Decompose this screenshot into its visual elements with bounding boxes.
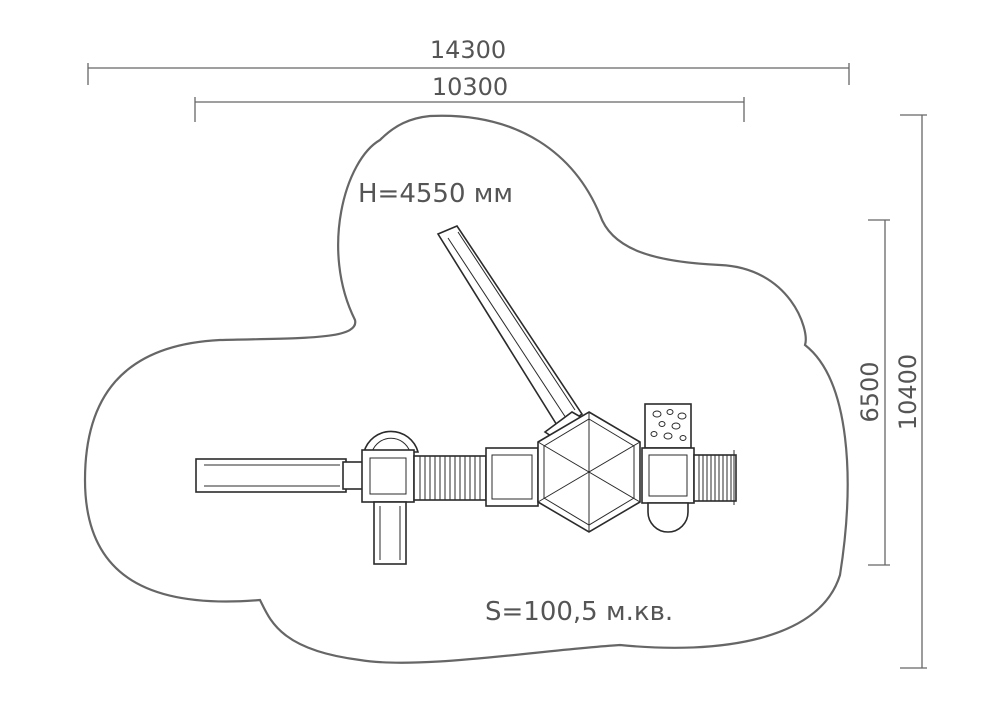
hex-tower bbox=[537, 411, 641, 533]
dimension-platform-depth-label: 6500 bbox=[856, 361, 884, 422]
bridge-left bbox=[413, 455, 487, 501]
dimension-platform-width-label: 10300 bbox=[432, 73, 508, 101]
dimension-overall-width: 14300 bbox=[87, 36, 850, 85]
dimension-platform-width: 10300 bbox=[194, 73, 745, 122]
left-slide bbox=[195, 458, 366, 493]
middle-block bbox=[485, 447, 539, 507]
ladder-right bbox=[693, 450, 737, 505]
climbing-holds bbox=[650, 409, 687, 441]
area-label: S=100,5 м.кв. bbox=[485, 597, 673, 627]
height-label: H=4550 мм bbox=[358, 179, 513, 209]
right-tower bbox=[641, 403, 695, 533]
dimension-platform-depth: 6500 bbox=[856, 219, 890, 566]
small-slide bbox=[373, 501, 407, 565]
safety-zone-outline bbox=[83, 114, 849, 664]
left-tower bbox=[361, 430, 420, 503]
play-equipment bbox=[195, 225, 737, 565]
dimension-overall-width-label: 14300 bbox=[430, 36, 506, 64]
dimension-overall-depth-label: 10400 bbox=[894, 354, 922, 430]
dimension-overall-depth: 10400 bbox=[894, 114, 927, 669]
tall-slide bbox=[436, 225, 588, 443]
